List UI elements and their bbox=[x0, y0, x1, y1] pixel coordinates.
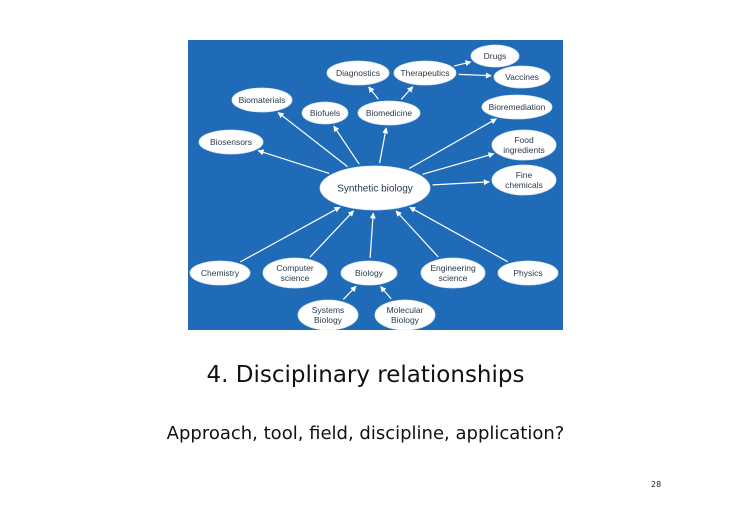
slide-subtitle: Approach, tool, field, discipline, appli… bbox=[166, 423, 565, 444]
node-drugs-label: Drugs bbox=[484, 51, 507, 61]
node-bioremediation-shape bbox=[481, 94, 553, 120]
node-systems-shape bbox=[297, 299, 359, 330]
node-biomaterials-label: Biomaterials bbox=[239, 95, 286, 105]
node-drugs-shape bbox=[470, 44, 520, 68]
node-fine-label: Fine bbox=[516, 170, 533, 180]
node-systems-label: Systems bbox=[312, 305, 345, 315]
node-chemistry-label: Chemistry bbox=[201, 268, 240, 278]
node-diagnostics-shape bbox=[326, 60, 390, 86]
node-molecular-label: Biology bbox=[391, 315, 420, 325]
node-bioremediation: Bioremediation bbox=[481, 94, 553, 120]
edges-layer bbox=[240, 60, 509, 300]
node-synbio-label: Synthetic biology bbox=[337, 184, 413, 195]
arrow-synbio-to-biosensors bbox=[257, 149, 330, 174]
diagram-canvas: Diagnostics Therapeutics DrugsVaccinesBiom… bbox=[188, 40, 563, 330]
node-biology: Biology bbox=[340, 260, 398, 286]
node-chemistry-shape bbox=[189, 260, 251, 286]
arrow-engineering-to-synbio bbox=[395, 210, 439, 258]
node-biosensors-label: Biosensors bbox=[210, 137, 252, 147]
node-fine-label: chemicals bbox=[505, 180, 543, 190]
node-physics-shape bbox=[497, 260, 559, 286]
node-molecular-label: Molecular bbox=[387, 305, 424, 315]
node-physics: Physics bbox=[497, 260, 559, 286]
node-fine-shape bbox=[491, 164, 557, 196]
page-number: 28 bbox=[651, 480, 662, 489]
node-biosensors-shape bbox=[198, 129, 264, 155]
arrow-synbio-to-biofuels bbox=[333, 125, 360, 165]
arrow-biomedicine-to-therapeutics bbox=[400, 86, 414, 100]
arrow-synbio-to-fine bbox=[432, 179, 490, 186]
node-bioremediation-label: Bioremediation bbox=[489, 102, 546, 112]
node-food-shape bbox=[491, 129, 557, 161]
node-computer-shape bbox=[262, 257, 328, 289]
node-biomedicine-shape bbox=[357, 100, 421, 126]
arrow-therapeutics-to-vaccines bbox=[458, 72, 492, 79]
node-food-label: ingredients bbox=[503, 145, 545, 155]
node-synbio: Synthetic biology bbox=[319, 165, 431, 211]
node-vaccines: Vaccines bbox=[493, 65, 551, 89]
node-biomedicine-label: Biomedicine bbox=[366, 108, 413, 118]
node-synbio-shape bbox=[319, 165, 431, 211]
node-chemistry: Chemistry bbox=[189, 260, 251, 286]
node-therapeutics-label: Therapeutics bbox=[400, 68, 449, 78]
slide-title: 4. Disciplinary relationships bbox=[206, 362, 525, 388]
arrow-chemistry-to-synbio bbox=[240, 206, 341, 263]
arrow-therapeutics-to-drugs bbox=[454, 60, 472, 67]
node-diagnostics: Diagnostics bbox=[326, 60, 390, 86]
arrow-synbio-to-food bbox=[422, 152, 495, 175]
arrow-computer-to-synbio bbox=[309, 210, 355, 258]
node-systems-label: Biology bbox=[314, 315, 343, 325]
node-computer-label: science bbox=[281, 273, 310, 283]
node-biosensors: Biosensors bbox=[198, 129, 264, 155]
node-biomaterials: Biomaterials bbox=[231, 87, 293, 113]
node-biofuels: Biofuels bbox=[301, 101, 349, 125]
arrow-biomedicine-to-diagnostics bbox=[368, 86, 379, 100]
arrow-systems-to-biology bbox=[342, 285, 357, 300]
node-engineering-shape bbox=[420, 257, 486, 289]
node-physics-label: Physics bbox=[513, 268, 542, 278]
node-vaccines-shape bbox=[493, 65, 551, 89]
node-biology-label: Biology bbox=[355, 268, 384, 278]
node-biomedicine: Biomedicine bbox=[357, 100, 421, 126]
node-therapeutics-shape bbox=[393, 60, 457, 86]
node-engineering-label: science bbox=[439, 273, 468, 283]
node-biofuels-label: Biofuels bbox=[310, 108, 340, 118]
arrow-physics-to-synbio bbox=[409, 206, 509, 263]
node-therapeutics: Therapeutics bbox=[393, 60, 457, 86]
node-engineering-label: Engineering bbox=[430, 263, 476, 273]
node-molecular-shape bbox=[374, 299, 436, 330]
node-food-label: Food bbox=[514, 135, 534, 145]
arrow-molecular-to-biology bbox=[380, 286, 392, 300]
arrow-synbio-to-bioremediation bbox=[408, 118, 497, 170]
node-biology-shape bbox=[340, 260, 398, 286]
node-computer-label: Computer bbox=[276, 263, 313, 273]
arrow-biology-to-synbio bbox=[369, 212, 376, 259]
node-diagnostics-label: Diagnostics bbox=[336, 68, 380, 78]
nodes-layer: Diagnostics Therapeutics DrugsVaccinesBiom… bbox=[189, 44, 559, 330]
node-biomaterials-shape bbox=[231, 87, 293, 113]
arrow-synbio-to-biomedicine bbox=[379, 127, 389, 164]
node-biofuels-shape bbox=[301, 101, 349, 125]
node-vaccines-label: Vaccines bbox=[505, 72, 539, 82]
arrow-synbio-to-biomaterials bbox=[277, 112, 348, 168]
node-drugs: Drugs bbox=[470, 44, 520, 68]
